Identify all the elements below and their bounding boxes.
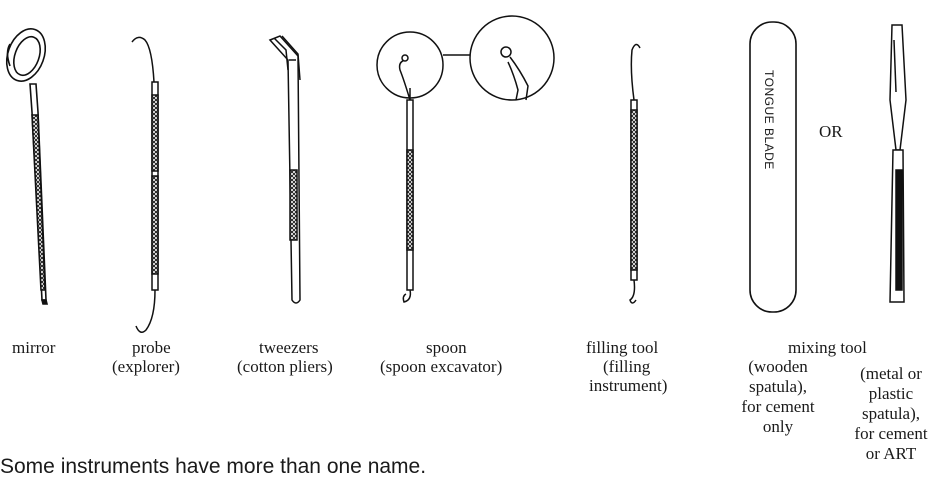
metal-line: (metal or xyxy=(833,364,949,384)
mirror-illustration xyxy=(0,23,52,304)
filling-tool-label: filling tool xyxy=(586,338,658,358)
wooden-line: only xyxy=(733,417,823,437)
tweezers-label: tweezers xyxy=(259,338,318,358)
note-text: Some instruments have more than one name… xyxy=(0,454,426,480)
filling-tool-alt-line2: instrument) xyxy=(589,376,667,396)
tweezers-alt-label: (cotton pliers) xyxy=(237,357,333,377)
probe-label: probe xyxy=(132,338,171,358)
metal-spatula-illustration xyxy=(890,25,906,302)
spoon-alt-label: (spoon excavator) xyxy=(380,357,502,377)
or-label: OR xyxy=(819,122,843,142)
probe-illustration xyxy=(132,37,158,332)
metal-line: for cement xyxy=(833,424,949,444)
filling-tool-alt-line1: (filling xyxy=(603,357,650,377)
metal-line: spatula), xyxy=(833,404,949,424)
wooden-line: spatula), xyxy=(733,377,823,397)
tongue-blade-text: TONGUE BLADE xyxy=(762,70,776,170)
spoon-illustration xyxy=(377,16,554,302)
mirror-label: mirror xyxy=(12,338,55,358)
wooden-line: (wooden xyxy=(733,357,823,377)
wooden-line: for cement xyxy=(733,397,823,417)
metal-line: or ART xyxy=(833,444,949,464)
tweezers-illustration xyxy=(270,36,300,303)
metal-line: plastic xyxy=(833,384,949,404)
probe-alt-label: (explorer) xyxy=(112,357,180,377)
spoon-label: spoon xyxy=(426,338,467,358)
filling-tool-illustration xyxy=(630,44,640,303)
mixing-tool-label: mixing tool xyxy=(788,338,867,358)
